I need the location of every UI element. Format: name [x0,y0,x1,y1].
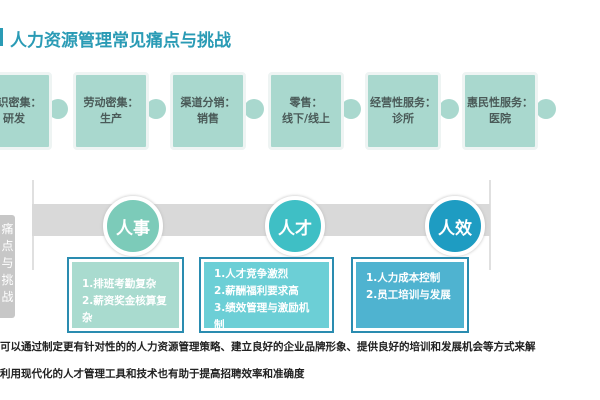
pain-point: 2.员工培训与发展 [366,289,451,301]
title-accent-bar [0,28,3,46]
pain-point: 1.人力成本控制 [366,272,441,284]
industry-piece: 零售： 线下/线上 [268,72,344,150]
pain-point: 2.薪资奖金核算复杂 [82,295,167,324]
industry-piece: 渠道分销： 销售 [170,72,246,150]
industry-piece: 知识密集： 研发 [0,72,52,150]
industry-piece: 劳动密集： 生产 [73,72,149,150]
industry-type: 零售： [289,96,323,109]
puzzle-connector [48,99,68,119]
divider [489,180,491,270]
industry-example: 研发 [3,112,25,125]
pain-point: 2.薪酬福利要求高 [214,285,299,297]
industry-example: 生产 [100,112,122,125]
pillar-box-renshi: 1.排班考勤复杂 2.薪资奖金核算复杂 [67,257,184,333]
page-title: 人力资源管理常见痛点与挑战 [10,31,231,51]
puzzle-connector [439,99,459,119]
pillar-circle-renshi: 人事 [103,196,163,256]
industry-example: 诊所 [392,112,414,125]
puzzle-connector [536,99,556,119]
pillar-box-rencai: 1.人才竞争激烈 2.薪酬福利要求高 3.绩效管理与激励机制 [199,257,334,333]
pillar-box-renxiao: 1.人力成本控制 2.员工培训与发展 [351,257,469,333]
pain-point: 1.排班考勤复杂 [82,278,157,290]
side-label: 痛点与挑战 [0,215,15,318]
industry-example: 医院 [489,112,511,125]
puzzle-connector [341,99,361,119]
pillar-circle-renxiao: 人效 [425,196,485,256]
industry-piece: 惠民性服务： 医院 [462,72,538,150]
industry-piece: 经营性服务： 诊所 [365,72,441,150]
industry-example: 线下/线上 [281,112,331,125]
puzzle-connector [146,99,166,119]
pillar-circle-rencai: 人才 [265,196,325,256]
note-text: 可以通过制定更有针对性的的人力资源管理策略、建立良好的企业品牌形象、提供良好的培… [0,341,536,353]
industry-type: 渠道分销： [180,96,236,109]
pain-point: 1.人才竞争激烈 [214,268,289,280]
industry-type: 劳动密集： [83,96,139,109]
puzzle-connector [244,99,264,119]
industry-type: 惠民性服务： [467,96,533,109]
industry-type: 知识密集： [0,96,42,109]
note-text: 利用现代化的人才管理工具和技术也有助于提高招聘效率和准确度 [0,368,305,380]
pain-point: 3.绩效管理与激励机制 [214,302,310,331]
pillar-band [32,204,490,236]
industry-example: 销售 [197,112,219,125]
industry-type: 经营性服务： [370,96,436,109]
